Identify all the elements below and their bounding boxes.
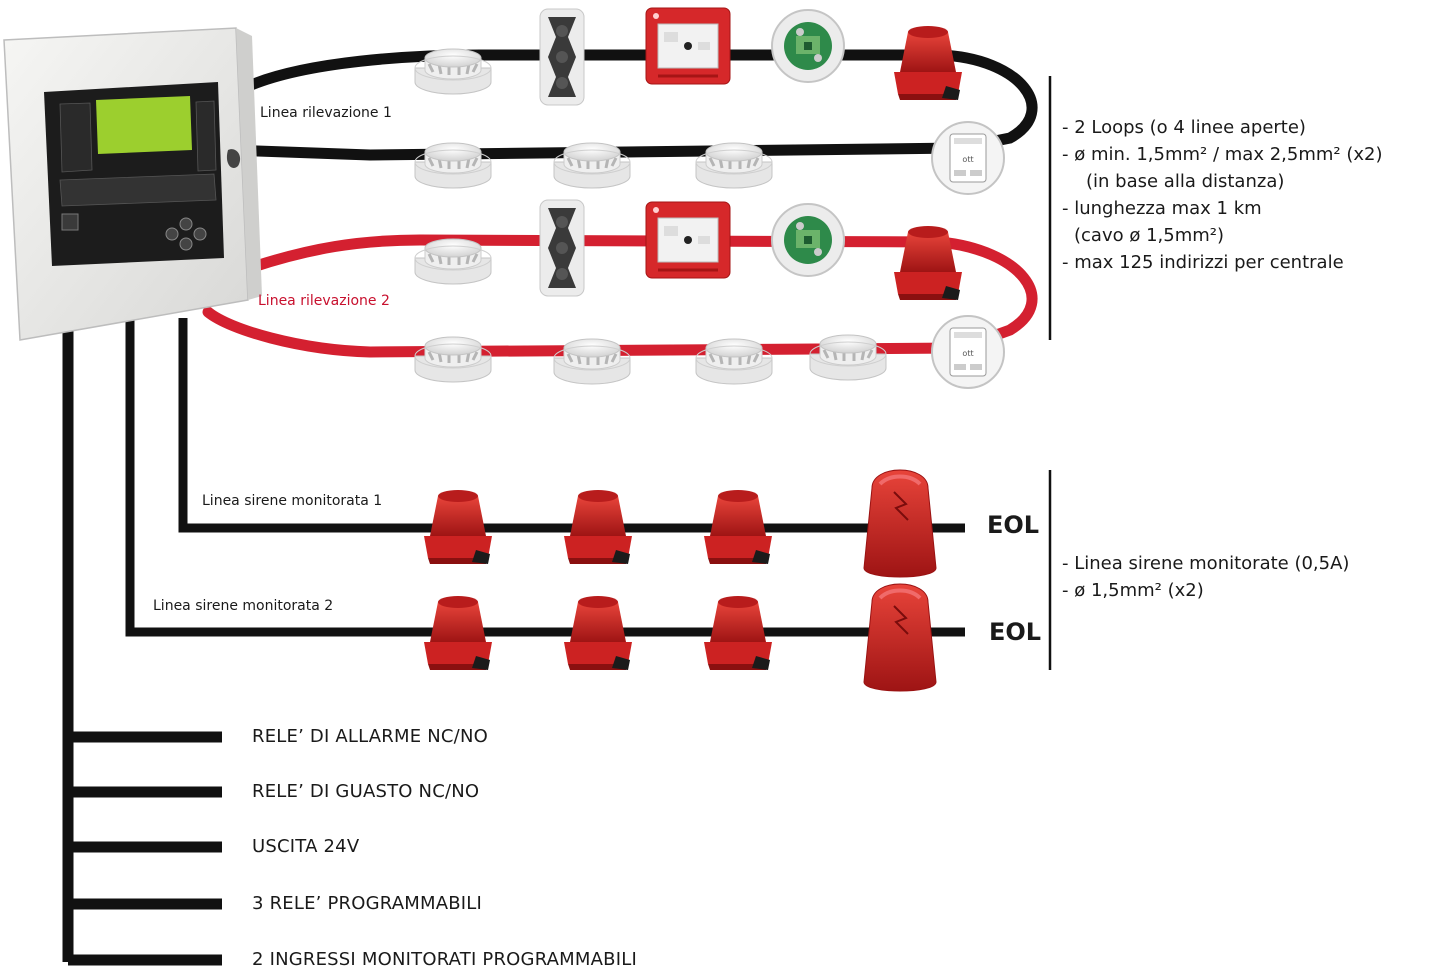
- siren-line1-cable: [178, 318, 965, 533]
- siren1-flashing-siren-icon: [862, 468, 938, 579]
- loop-specs: - 2 Loops (o 4 linee aperte) - ø min. 1,…: [1062, 114, 1382, 276]
- loop2-addressable-module-icon: [931, 315, 1005, 389]
- loop-spec-addresses: - max 125 indirizzi per centrale: [1062, 252, 1344, 273]
- siren-line1-eol-label: EOL: [987, 511, 1040, 539]
- loop2-beam-detector-icon: [539, 199, 585, 297]
- loop1-smoke-detector-icon: [694, 141, 774, 190]
- loop-spec-cable-note: (cavo ø 1,5mm²): [1074, 225, 1225, 246]
- loop-spec-length: - lunghezza max 1 km: [1062, 198, 1262, 219]
- siren2-sounder-icon: [704, 596, 772, 670]
- loop1-manual-call-point-icon: [644, 6, 732, 86]
- siren-spec-current: - Linea sirene monitorate (0,5A): [1062, 553, 1350, 574]
- siren-line1-label: Linea sirene monitorata 1: [202, 493, 383, 509]
- siren2-flashing-siren-icon: [862, 582, 938, 693]
- loop2-smoke-detector-icon: [413, 335, 493, 384]
- siren-spec-section: - ø 1,5mm² (x2): [1062, 580, 1204, 601]
- loop1-io-module-icon: [771, 9, 845, 83]
- loop2-smoke-detector-icon: [694, 337, 774, 386]
- loop1-addressable-module-icon: [931, 121, 1005, 195]
- loop1-label: Linea rilevazione 1: [260, 105, 392, 121]
- output-fault-relay: RELE’ DI GUASTO NC/NO: [252, 781, 480, 802]
- loop2-manual-call-point-icon: [644, 200, 732, 280]
- loop2-cable: [202, 234, 1038, 358]
- siren1-sounder-icon: [564, 490, 632, 564]
- siren2-sounder-icon: [564, 596, 632, 670]
- loop2-io-module-icon: [771, 203, 845, 277]
- loop2-smoke-detector-icon: [552, 337, 632, 386]
- output-branch-cables: [68, 731, 222, 966]
- loop2-smoke-detector-icon: [808, 333, 888, 382]
- siren-line2-eol-label: EOL: [989, 618, 1042, 646]
- loop1-sounder-icon: [894, 26, 962, 100]
- output-24v: USCITA 24V: [252, 836, 360, 857]
- loop-spec-loops: - 2 Loops (o 4 linee aperte): [1062, 117, 1306, 138]
- siren1-sounder-icon: [424, 490, 492, 564]
- siren1-sounder-icon: [704, 490, 772, 564]
- output-alarm-relay: RELE’ DI ALLARME NC/NO: [252, 726, 488, 747]
- output-monitored-inputs: 2 INGRESSI MONITORATI PROGRAMMABILI: [252, 949, 637, 970]
- loop-spec-section: - ø min. 1,5mm² / max 2,5mm² (x2): [1062, 144, 1383, 165]
- loop2-label: Linea rilevazione 2: [258, 293, 390, 309]
- loop1-smoke-detector-icon: [413, 47, 493, 96]
- siren-line2-cable: [125, 318, 965, 637]
- siren-specs: - Linea sirene monitorate (0,5A) - ø 1,5…: [1062, 550, 1349, 604]
- siren-line2-label: Linea sirene monitorata 2: [153, 598, 334, 614]
- loop-spec-distance-note: (in base alla distanza): [1086, 171, 1285, 192]
- control-panel: [3, 27, 262, 341]
- loop1-beam-detector-icon: [539, 8, 585, 106]
- loop1-smoke-detector-icon: [552, 141, 632, 190]
- output-programmable-relays: 3 RELE’ PROGRAMMABILI: [252, 893, 483, 914]
- loop2-smoke-detector-icon: [413, 237, 493, 286]
- loop1-smoke-detector-icon: [413, 141, 493, 190]
- siren2-sounder-icon: [424, 596, 492, 670]
